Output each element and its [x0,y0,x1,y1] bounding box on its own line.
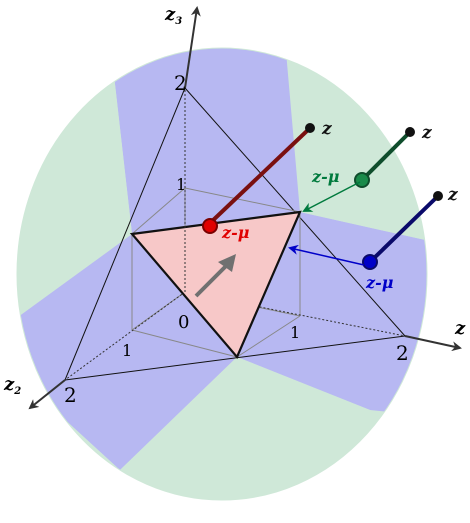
z2-axis-label: z2 [3,374,21,397]
green-zmu-label: z-μ [311,167,340,186]
z1-tick-2: 2 [396,341,409,365]
gray-arrow-head [218,254,236,272]
red-zmu-label: z-μ [221,223,250,242]
z2-tick-1: 1 [122,341,132,360]
green-segment [360,130,412,182]
z3-axis [184,6,201,89]
red-z-point [305,123,315,133]
gray-projection-arrow [194,264,228,298]
z3-tick-2: 2 [174,71,187,95]
blue-segment [368,194,440,264]
z1-tick-1: 1 [290,323,300,342]
z1-axis-label: z [454,318,466,339]
disk-outline [16,47,428,501]
green-projection-arrow [302,181,361,212]
red-z-label: z [321,119,332,139]
red-segment [206,126,312,227]
z1-axis [404,335,462,352]
blue-z-label: z [447,185,458,205]
red-zmu-point [202,218,218,234]
green-zmu-point [354,172,370,188]
green-z-point [405,127,415,137]
blue-zmu-label: z-μ [365,273,394,292]
blue-zmu-point [362,254,378,270]
blue-projection-arrow [288,244,365,266]
z3-tick-1: 1 [176,175,186,194]
origin-tick: 0 [178,312,189,333]
blue-z-point [433,191,443,201]
green-z-label: z [421,123,432,143]
z3-axis-label: z3 [164,4,182,27]
z2-tick-2: 2 [64,383,77,407]
z2-axis [28,379,66,410]
